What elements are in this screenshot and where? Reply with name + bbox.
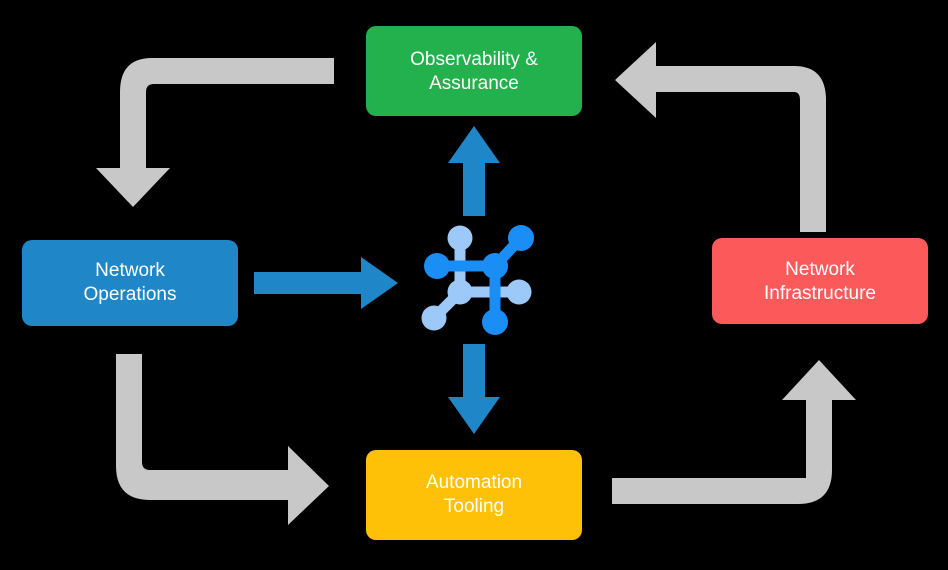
node-observability-label-line2: Assurance — [429, 73, 519, 94]
node-observability-box[interactable] — [366, 26, 582, 116]
arrow-operations-to-automation — [116, 354, 329, 525]
arrow-infrastructure-to-observability — [615, 42, 826, 232]
node-network-operations-label-line1: Network — [95, 260, 165, 281]
arrow-automation-to-infrastructure — [612, 360, 856, 504]
node-network-infrastructure-label-line2: Infrastructure — [764, 283, 876, 304]
node-network-operations-box[interactable] — [22, 240, 238, 326]
node-observability-label-line1: Observability & — [410, 49, 538, 70]
node-network-infrastructure[interactable]: Network Infrastructure — [712, 238, 928, 324]
node-automation-tooling[interactable]: Automation Tooling — [366, 450, 582, 540]
node-network-operations[interactable]: Network Operations — [22, 240, 238, 326]
node-network-infrastructure-label-line1: Network — [785, 259, 855, 280]
network-topology-icon — [421, 225, 534, 335]
node-automation-tooling-label-line1: Automation — [426, 472, 522, 493]
node-automation-tooling-box[interactable] — [366, 450, 582, 540]
node-automation-tooling-label-line2: Tooling — [444, 496, 504, 517]
arrow-observability-to-operations — [96, 58, 334, 207]
node-network-operations-label-line2: Operations — [84, 284, 177, 305]
node-observability-assurance[interactable]: Observability & Assurance — [366, 26, 582, 116]
node-network-infrastructure-box[interactable] — [712, 238, 928, 324]
arrow-center-to-observability — [448, 126, 500, 216]
arrow-operations-to-center — [254, 257, 398, 309]
arrow-center-to-automation — [448, 344, 500, 434]
